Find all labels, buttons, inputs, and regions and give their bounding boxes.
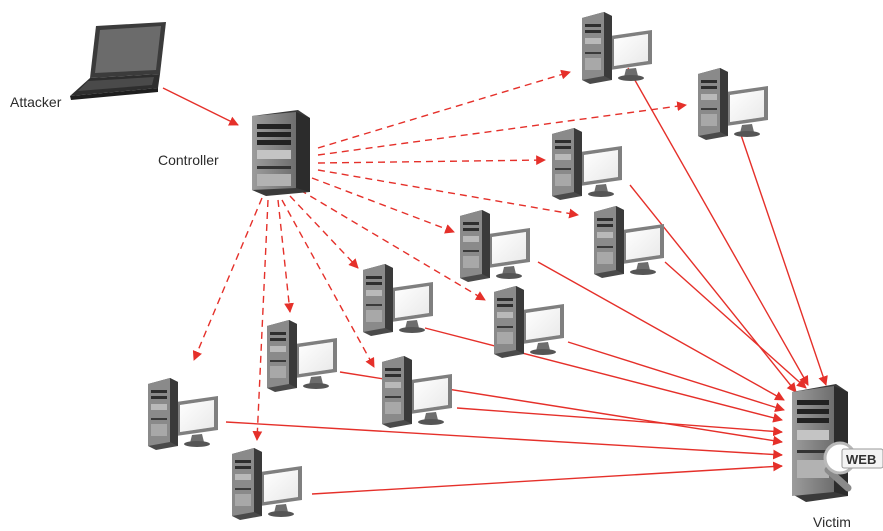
attack-arrow: [567, 341, 785, 413]
controller-label: Controller: [158, 152, 219, 168]
attack-arrow: [537, 261, 785, 401]
desktop-computer-icon: [460, 210, 530, 282]
cmd-arrow: [311, 177, 455, 234]
desktop-computer-icon: [698, 68, 768, 140]
desktop-computer-icon: [363, 264, 433, 336]
cmd-arrow: [252, 199, 269, 441]
desktop-computer-icon: [552, 128, 622, 200]
desktop-computer-icon: [594, 206, 664, 278]
laptop-icon: [70, 22, 166, 100]
desktop-computer-icon: [382, 356, 452, 428]
attack-arrow: [739, 131, 828, 386]
attack-arrow: [456, 407, 783, 437]
cmd-arrow: [317, 69, 571, 149]
attack-arrow: [629, 184, 797, 393]
attacker-label: Attacker: [10, 94, 62, 110]
arrow-attacker-controller: [162, 87, 239, 126]
cmd-arrow: [317, 101, 687, 156]
attack-arrow: [664, 261, 807, 389]
desktop-computer-icon: [148, 378, 218, 450]
connections: [162, 67, 828, 495]
desktop-computer-icon: [582, 12, 652, 84]
attack-traffic: [225, 67, 828, 495]
cmd-arrow: [317, 155, 546, 166]
magnifier-icon: WEB: [823, 441, 883, 492]
victim-label: Victim: [813, 514, 851, 530]
controller-commands: [192, 69, 687, 441]
desktop-computer-icon: [494, 286, 564, 358]
attack-arrow: [225, 421, 783, 460]
attack-arrow: [424, 327, 783, 423]
cmd-arrow: [192, 197, 263, 361]
zombie-computers: [148, 12, 768, 520]
web-badge-label: WEB: [846, 452, 876, 467]
cmd-arrow: [277, 199, 294, 313]
cmd-arrow: [281, 199, 375, 368]
cmd-arrow: [317, 169, 579, 219]
cmd-arrow: [289, 195, 359, 269]
attack-arrow: [627, 67, 809, 386]
server-tower-icon: [252, 110, 310, 196]
desktop-computer-icon: [267, 320, 337, 392]
attack-arrow: [311, 461, 783, 495]
desktop-computer-icon: [232, 448, 302, 520]
